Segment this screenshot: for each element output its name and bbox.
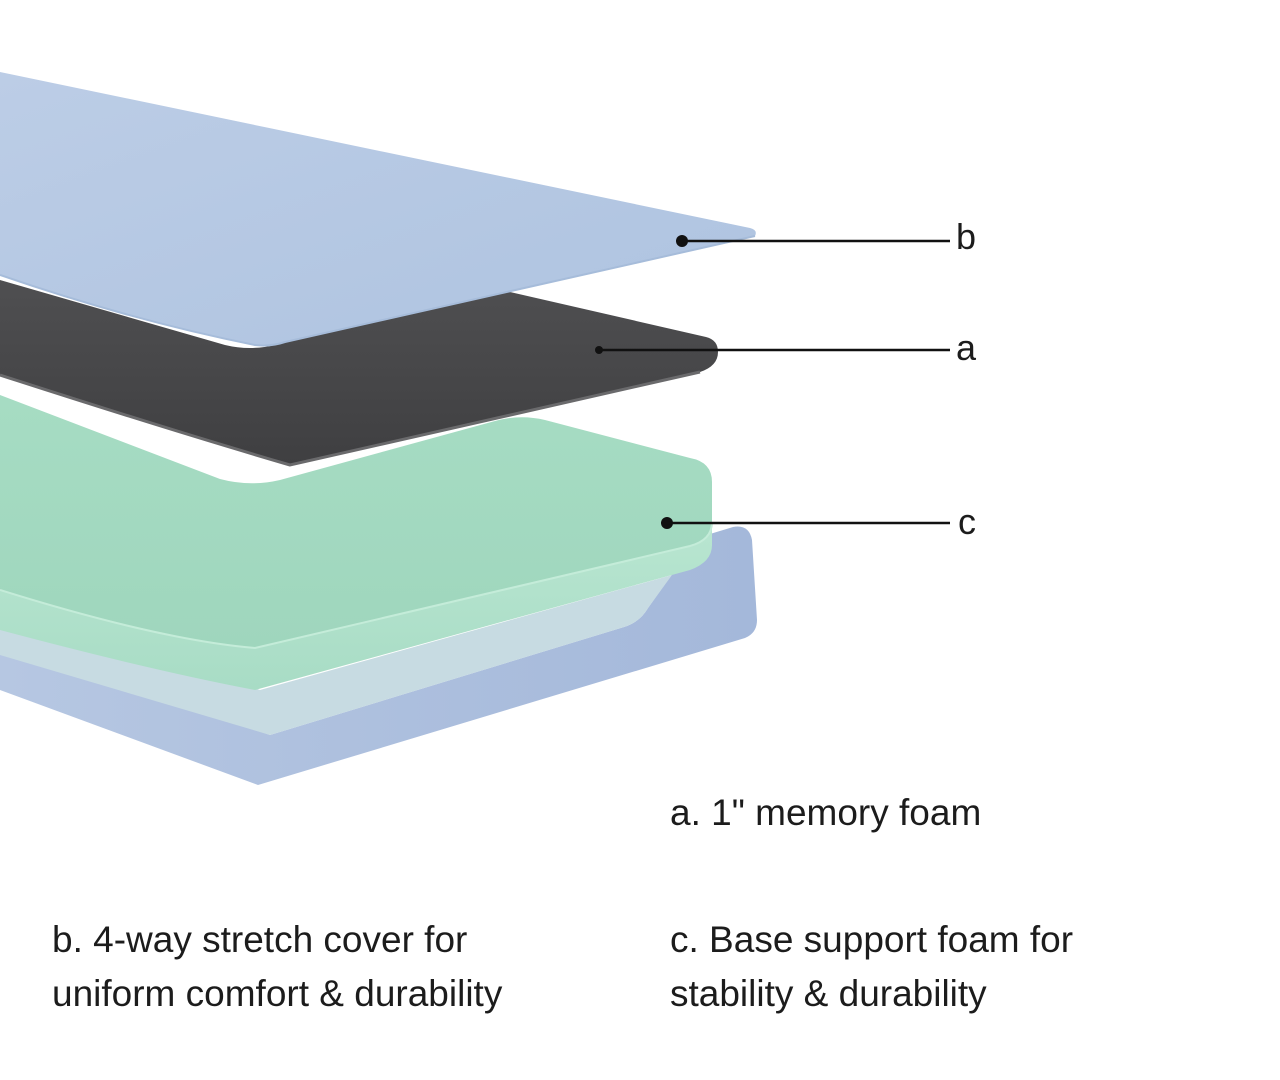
- memory-foam-layer: [0, 280, 718, 467]
- leader-line-a: [595, 346, 950, 354]
- caption-c: c. Base support foam for stability & dur…: [670, 913, 1073, 1021]
- leader-line-c: [661, 517, 950, 529]
- caption-a-line1: a. 1" memory foam: [670, 792, 982, 833]
- stretch-cover-layer: [0, 72, 756, 347]
- mattress-layers-illustration: [0, 72, 950, 785]
- caption-c-line2: stability & durability: [670, 973, 987, 1014]
- leader-line-b: [676, 235, 950, 247]
- caption-a: a. 1" memory foam: [670, 786, 981, 840]
- caption-b-line2: uniform comfort & durability: [52, 973, 503, 1014]
- caption-b-line1: b. 4-way stretch cover for: [52, 919, 468, 960]
- support-foam-layer: [0, 395, 713, 690]
- base-support-shell: [0, 526, 757, 785]
- callout-label-b: b: [956, 216, 977, 257]
- caption-b: b. 4-way stretch cover for uniform comfo…: [52, 913, 502, 1021]
- caption-c-line1: c. Base support foam for: [670, 919, 1074, 960]
- callout-label-c: c: [958, 501, 976, 542]
- callout-label-a: a: [956, 327, 977, 368]
